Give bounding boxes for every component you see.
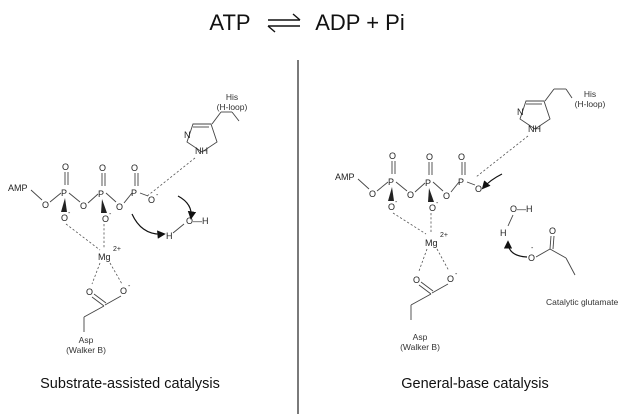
gamma-o-right: O (475, 184, 482, 194)
svg-text:-: - (109, 211, 112, 218)
p1-double-o-left: O (62, 162, 69, 172)
equation-left: ATP (209, 10, 250, 35)
n-atom-right: N (517, 107, 524, 117)
svg-text:-: - (128, 283, 131, 290)
glu-o-minus: O (528, 253, 535, 263)
amp-right: AMP (335, 172, 355, 182)
catalytic-glutamate-label: Catalytic glutamate (546, 297, 619, 307)
p2-double-o-left: O (99, 163, 106, 173)
n-atom-left: N (184, 130, 191, 140)
asp-label-left: Asp (79, 335, 94, 345)
p2-right: P (425, 178, 431, 188)
caption-left: Substrate-assisted catalysis (40, 376, 220, 392)
gamma-o-charge-left: - (156, 192, 159, 199)
svg-text:-: - (455, 271, 458, 278)
p2-left: P (98, 189, 104, 199)
walker-label-right: (Walker B) (400, 342, 440, 352)
p1-right: P (388, 177, 394, 187)
caption-right: General-base catalysis (401, 376, 549, 392)
reaction-equation: ATP ADP + Pi (209, 10, 404, 35)
water-oh-left: O—H (186, 216, 209, 226)
water-oh-right: O—H (510, 204, 533, 214)
bridge-o-1-left: O (42, 200, 49, 210)
amp-left: AMP (8, 183, 28, 193)
imidazole-ring-left: N NH (184, 111, 240, 156)
p2-o-minus-left: O (102, 214, 109, 224)
mg-charge-right: 2+ (440, 232, 448, 239)
p1-double-o-right: O (389, 151, 396, 161)
bridge-o-1-right: O (369, 189, 376, 199)
equilibrium-arrows-icon (267, 13, 301, 33)
p3-double-o-right: O (458, 152, 465, 162)
his-label-right: His (584, 89, 596, 99)
asp-o-right: O (413, 275, 420, 285)
water-h-left: H (166, 231, 173, 241)
bridge-o-3-left: O (116, 202, 123, 212)
mg-ion-right: Mg (425, 238, 438, 248)
asp-o-minus-left: O (120, 286, 127, 296)
nh-right: NH (528, 124, 541, 134)
svg-text:-: - (436, 200, 439, 207)
bridge-o-3-right: O (443, 191, 450, 201)
imidazole-ring-right: N NH (517, 88, 573, 134)
gamma-o-left: O (148, 195, 155, 205)
p3-double-o-left: O (131, 163, 138, 173)
nh-left: NH (195, 146, 208, 156)
p1-left: P (61, 188, 67, 198)
walker-label-left: (Walker B) (66, 345, 106, 355)
mg-ion-left: Mg (98, 252, 111, 262)
hloop-label-right: (H-loop) (575, 99, 606, 109)
p1-o-minus-left: O (61, 213, 68, 223)
svg-text:-: - (395, 199, 398, 206)
bridge-o-2-left: O (80, 201, 87, 211)
p1-o-minus-right: O (388, 202, 395, 212)
mg-charge-left: 2+ (113, 246, 121, 253)
asp-o-minus-right: O (447, 274, 454, 284)
glu-o: O (549, 226, 556, 236)
equation-right: ADP + Pi (315, 10, 404, 35)
water-h-right: H (500, 228, 507, 238)
hloop-label-left: (H-loop) (217, 102, 248, 112)
asp-label-right: Asp (413, 332, 428, 342)
left-mechanism: N NH His (H-loop) AMP O P O O P O O P O … (8, 92, 248, 355)
svg-text:-: - (68, 210, 71, 217)
p3-left: P (131, 188, 137, 198)
p3-right: P (458, 177, 464, 187)
p2-double-o-right: O (426, 152, 433, 162)
p2-o-minus-right: O (429, 203, 436, 213)
his-label-left: His (226, 92, 238, 102)
right-mechanism: N NH His (H-loop) AMP O P O O P O O P O … (335, 88, 619, 352)
svg-text:-: - (531, 245, 534, 252)
bridge-o-2-right: O (407, 190, 414, 200)
asp-o-left: O (86, 287, 93, 297)
